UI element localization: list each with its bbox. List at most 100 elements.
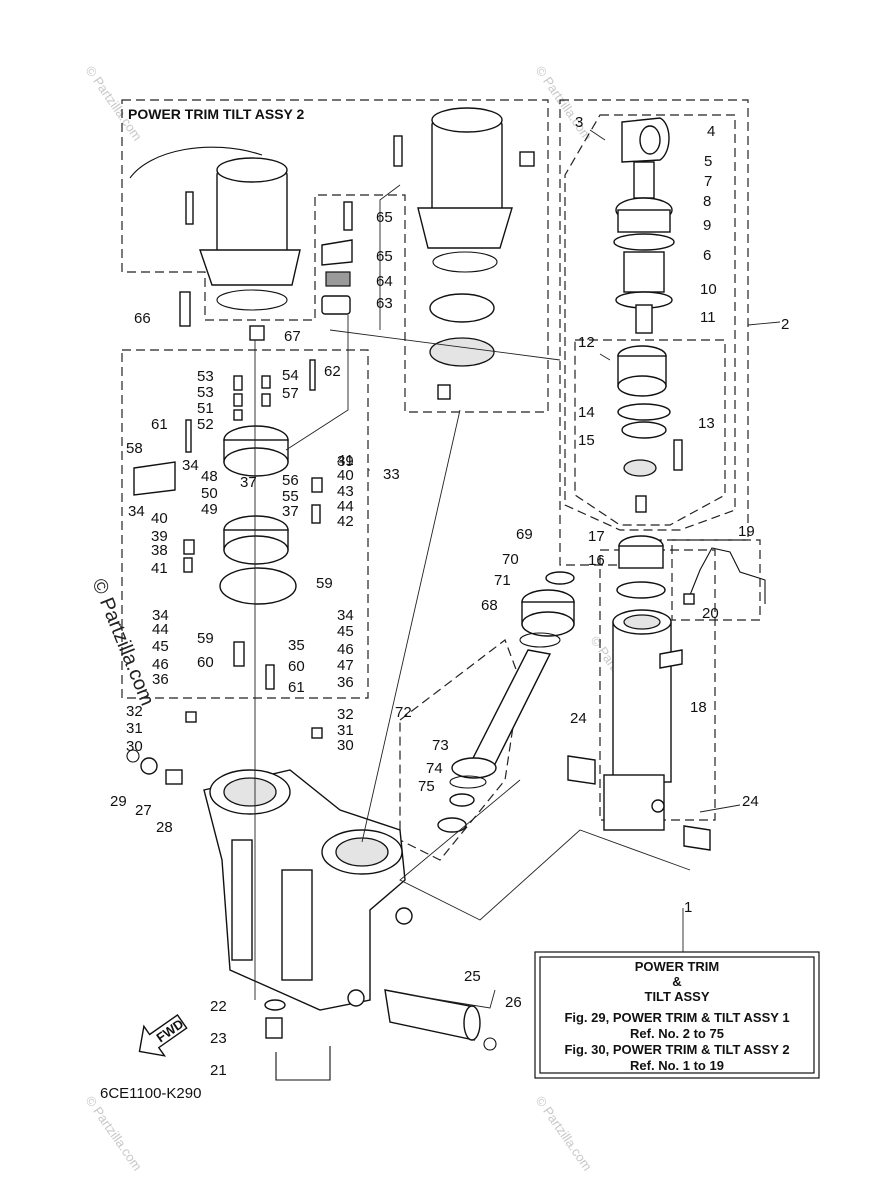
callout-37: 37 [240, 474, 257, 491]
pump-plate-lower [429, 337, 495, 367]
part-26-clip [483, 1037, 497, 1051]
callout-30: 30 [337, 737, 354, 754]
callout-48: 48 [201, 468, 218, 485]
callout-24: 24 [742, 793, 759, 810]
parts: FWD [126, 107, 766, 1081]
watermark-bottom-left: © Partzilla.com [83, 1093, 146, 1173]
callout-19: 19 [738, 523, 755, 540]
callout-39: 39 [337, 453, 354, 470]
callout-69: 69 [516, 526, 533, 543]
callout-68: 68 [481, 597, 498, 614]
callout-51: 51 [197, 400, 214, 417]
info-box: POWER TRIM & TILT ASSY Fig. 29, POWER TR… [534, 951, 820, 1079]
callout-6: 6 [703, 247, 711, 264]
diagram-code: 6CE1100-K290 [100, 1085, 201, 1102]
callout-60: 60 [288, 658, 305, 675]
assy2-title: POWER TRIM TILT ASSY 2 [128, 106, 305, 122]
callout-61: 61 [288, 679, 305, 696]
callout-11: 11 [700, 309, 716, 326]
callout-72: 72 [395, 704, 412, 721]
info-line-7: Ref. No. 1 to 19 [630, 1058, 724, 1073]
info-line-5: Ref. No. 2 to 75 [630, 1026, 724, 1041]
callout-24: 24 [570, 710, 587, 727]
info-line-4: Fig. 29, POWER TRIM & TILT ASSY 1 [564, 1010, 789, 1025]
callout-14: 14 [578, 404, 595, 421]
callout-33: 33 [383, 466, 400, 483]
callout-21: 21 [210, 1062, 227, 1079]
callout-7: 7 [704, 173, 712, 190]
callout-34: 34 [337, 607, 354, 624]
tilt-motor-left [129, 146, 301, 311]
callouts: 1234578961011121314151617181920212223242… [110, 114, 789, 1079]
callout-16: 16 [588, 552, 605, 569]
callout-75: 75 [418, 778, 435, 795]
info-line-6: Fig. 30, POWER TRIM & TILT ASSY 2 [564, 1042, 789, 1057]
callout-39: 39 [151, 528, 168, 545]
callout-40: 40 [151, 510, 168, 527]
part-25-pin [384, 989, 475, 1041]
callout-15: 15 [578, 432, 595, 449]
callout-31: 31 [126, 720, 143, 737]
part-64-plate [321, 239, 353, 266]
callout-62: 62 [324, 363, 341, 380]
callout-20: 20 [702, 605, 719, 622]
tilt-cylinder-body [603, 535, 683, 831]
callout-25: 25 [464, 968, 481, 985]
callout-36: 36 [337, 674, 354, 691]
callout-13: 13 [698, 415, 715, 432]
watermark-top-left: © Partzilla.com [83, 63, 146, 143]
callout-50: 50 [201, 485, 218, 502]
callout-47: 47 [337, 657, 354, 674]
part-65-bolt-upper [343, 201, 353, 231]
info-line-2: & [672, 974, 681, 989]
callout-71: 71 [494, 572, 511, 589]
part-24-bushing-lower [683, 825, 711, 851]
callout-46: 46 [152, 656, 169, 673]
callout-54: 54 [282, 367, 299, 384]
callout-9: 9 [703, 217, 711, 234]
callout-55: 55 [282, 488, 299, 505]
callout-17: 17 [588, 528, 605, 545]
callout-34: 34 [128, 503, 145, 520]
tilt-bracket [203, 769, 413, 1011]
tilt-motor-right [393, 107, 535, 273]
callout-37: 37 [282, 503, 299, 520]
info-line-3: TILT ASSY [645, 989, 710, 1004]
callout-53: 53 [197, 384, 214, 401]
callout-8: 8 [703, 193, 711, 210]
callout-18: 18 [690, 699, 707, 716]
info-line-1: POWER TRIM [635, 959, 720, 974]
valve-block [133, 359, 323, 739]
part-27-oring [140, 757, 158, 775]
pump-screw [437, 384, 451, 400]
callout-70: 70 [502, 551, 519, 568]
callout-38: 38 [151, 542, 168, 559]
callout-28: 28 [156, 819, 173, 836]
callout-58: 58 [126, 440, 143, 457]
part-29-clip [126, 749, 140, 763]
callout-42: 42 [337, 513, 354, 530]
tilt-cylinder-rod [613, 117, 683, 513]
pump-plate-upper [429, 293, 495, 323]
callout-44: 44 [152, 621, 169, 638]
callout-44: 44 [337, 498, 354, 515]
callout-45: 45 [152, 638, 169, 655]
callout-12: 12 [578, 334, 595, 351]
leader-lines [254, 129, 781, 1009]
callout-32: 32 [126, 703, 143, 720]
callout-73: 73 [432, 737, 449, 754]
callout-61: 61 [151, 416, 168, 433]
callout-43: 43 [337, 483, 354, 500]
part-66-plug [249, 325, 265, 341]
callout-29: 29 [110, 793, 127, 810]
part-28-plug [165, 769, 183, 785]
watermark-bottom-right: © Partzilla.com [533, 1093, 596, 1173]
part-20-fitting [683, 593, 695, 605]
callout-30: 30 [126, 738, 143, 755]
callout-1: 1 [684, 899, 692, 916]
callout-66: 66 [134, 310, 151, 327]
watermark-top-mid: © Partzilla.com [533, 63, 596, 143]
callout-2: 2 [781, 316, 789, 333]
watermark-side: © Partzilla.com [87, 576, 158, 709]
callout-41: 41 [337, 452, 354, 469]
